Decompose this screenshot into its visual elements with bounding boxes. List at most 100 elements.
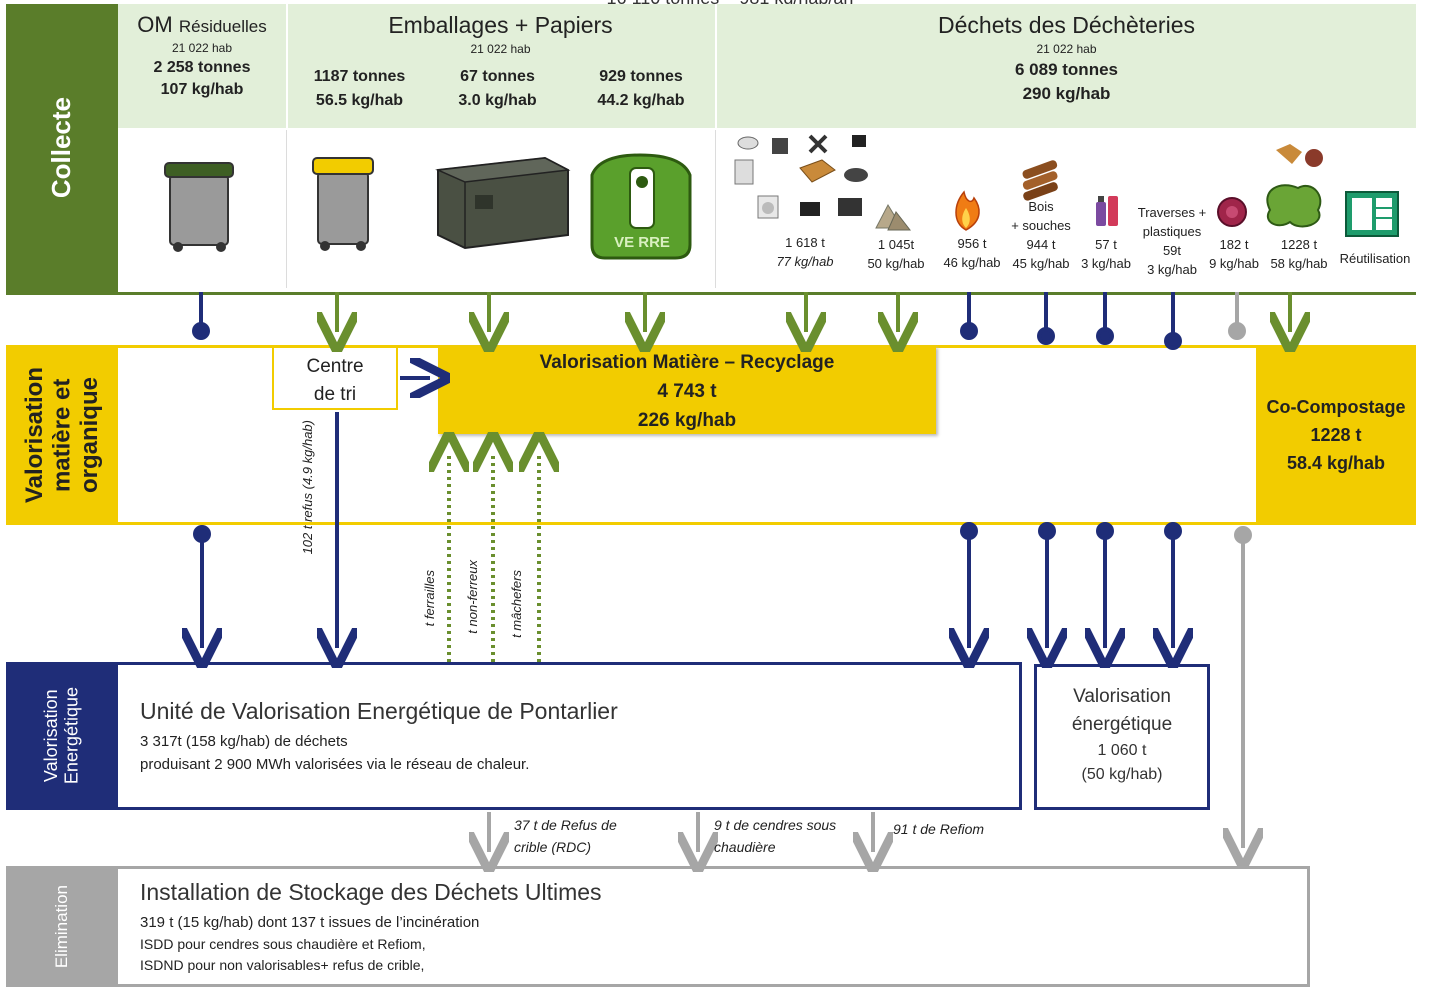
bulky-waste-icon: [734, 134, 868, 219]
collecte-label: Collecte: [6, 4, 118, 292]
om-hab: 21 022 hab: [171, 41, 233, 55]
refus-label-text: 102 t refus (4.9 kg/hab): [300, 420, 315, 555]
isdu-line3: ISDND pour non valorisables+ refus de cr…: [140, 957, 425, 973]
verre-label: VE RRE: [614, 234, 670, 251]
dech-item-tonnes: 944 t: [1026, 237, 1056, 252]
dech-item-kg: 58 kg/hab: [1270, 256, 1328, 271]
emb-col-kg: 56.5 kg/hab: [315, 92, 404, 109]
hazardous-bottles-icon: [1096, 196, 1118, 226]
emb-col-tonnes: 929 tonnes: [599, 68, 683, 85]
dech-item-extra: + souches: [1011, 218, 1071, 233]
dech-item-kg: 45 kg/hab: [1012, 256, 1070, 271]
isdu-flow-label: 9 t de cendres sous chaudière: [714, 814, 836, 858]
isdu-line1: 319 t (15 kg/hab) dont 137 t issues de l…: [140, 914, 480, 931]
dech-item-kg: 3 kg/hab: [1081, 256, 1131, 271]
navy-arrows-down: [195, 412, 1180, 648]
compost-tonnes: 1228 t: [1310, 425, 1362, 445]
green-arrows: [337, 292, 1290, 332]
centre-tri-line: Centre: [306, 356, 364, 377]
dech-item-tonnes: 57 t: [1095, 237, 1117, 252]
emb-title: Emballages + Papiers: [388, 12, 613, 38]
emb-col-kg: 3.0 kg/hab: [458, 92, 537, 109]
om-header: OM Résiduelles 21 022 hab 2 258 tonnes 1…: [118, 12, 286, 99]
valo-energ-tonnes: 1 060 t: [1097, 742, 1147, 759]
navy-flow-stems: [192, 292, 1182, 350]
dech-item-kg: 9 kg/hab: [1209, 256, 1259, 271]
compostage-box: Co-Compostage 1228 t 58.4 kg/hab: [1256, 345, 1416, 525]
isdu-flow-label: 37 t de Refus de crible (RDC): [514, 814, 617, 858]
uve-line2: produisant 2 900 MWh valorisées via le r…: [140, 756, 530, 773]
dech-item: Traverses + plastiques 59t 3 kg/hab: [1130, 203, 1214, 279]
rubble-icon: [875, 203, 912, 231]
dech-item: 1 045t 50 kg/hab: [858, 235, 934, 273]
dech-item-tonnes: 182 t: [1219, 237, 1249, 252]
dech-kg: 290 kg/hab: [1022, 84, 1111, 103]
isdu-title: Installation de Stockage des Déchets Ult…: [140, 879, 602, 905]
dotted-label: t mâchefers: [509, 570, 530, 660]
dech-item: 57 t 3 kg/hab: [1074, 235, 1138, 273]
dech-hab: 21 022 hab: [1036, 42, 1097, 56]
om-title: OM: [137, 12, 173, 37]
grey-arrows-down: [489, 812, 873, 852]
residual-bin-icon: [164, 162, 234, 252]
recycling-bin-icon: [312, 157, 374, 251]
om-tonnes: 2 258 tonnes: [153, 59, 251, 76]
dech-item-kg: 46 kg/hab: [943, 255, 1001, 270]
dech-item-tonnes: 1 045t: [877, 237, 915, 252]
green-waste-icon: [1266, 144, 1323, 228]
divider: [118, 128, 1416, 130]
recyclage-kg: 226 kg/hab: [637, 410, 737, 431]
emb-col-tonnes: 67 tonnes: [460, 68, 535, 85]
isdu-flow-label: 91 t de Refiom: [893, 821, 984, 837]
recyclage-tonnes: 4 743 t: [657, 381, 717, 402]
dech-item-extra: Bois: [1028, 199, 1054, 214]
reuse-icon: [1345, 191, 1399, 237]
fire-icon: [955, 190, 980, 231]
grey-long-arrow: [1236, 526, 1250, 848]
energetique-label: Valorisation Energétique: [6, 662, 118, 810]
refus-label: 102 t refus (4.9 kg/hab): [300, 420, 327, 600]
collecte-icons: VE RRE: [164, 134, 1399, 260]
uve-title: Unité de Valorisation Energétique de Pon…: [140, 698, 618, 724]
dech-item-tonnes: 1 618 t: [785, 235, 825, 250]
dech-item-extra: plastiques: [1142, 224, 1202, 239]
dech-item-reuse-label: Réutilisation: [1339, 251, 1411, 266]
dech-header: Déchets des Déchèteries 21 022 hab 6 089…: [717, 12, 1416, 104]
recyclage-title: Valorisation Matière – Recyclage: [539, 352, 835, 373]
grey-flow-stem: [1228, 292, 1246, 340]
dotted-label: t ferrailles: [422, 570, 443, 660]
plastic-ties-icon: [1217, 197, 1247, 227]
divider: [286, 4, 288, 288]
dotted-green-arrows: [449, 452, 539, 662]
dech-title: Déchets des Déchèteries: [938, 12, 1195, 38]
valo-energ-line: énergétique: [1071, 714, 1173, 735]
container-icon: [435, 156, 571, 250]
valo-energetique-box: Valorisation énergétique 1 060 t (50 kg/…: [1034, 664, 1210, 810]
dech-item: 1228 t 58 kg/hab: [1264, 235, 1334, 273]
dech-item-kg: 77 kg/hab: [776, 254, 834, 269]
divider: [286, 130, 287, 288]
isdu-box: Installation de Stockage des Déchets Ult…: [118, 866, 1310, 987]
emb-col-tonnes: 1187 tonnes: [313, 68, 406, 85]
emb-hab: 21 022 hab: [470, 42, 531, 56]
dotted-label-text: t mâchefers: [509, 570, 524, 638]
dech-tonnes: 6 089 tonnes: [1015, 60, 1118, 79]
divider: [715, 4, 717, 288]
uve-box: Unité de Valorisation Energétique de Pon…: [118, 662, 1022, 810]
dech-item: Réutilisation: [1334, 251, 1416, 266]
dech-item: 182 t 9 kg/hab: [1204, 235, 1264, 273]
dech-item-tonnes: 956 t: [957, 236, 987, 251]
emb-col-3: 929 tonnes 44.2 kg/hab: [572, 65, 710, 113]
om-kg: 107 kg/hab: [160, 81, 244, 98]
recyclage-box: Valorisation Matière – Recyclage 4 743 t…: [438, 346, 936, 434]
compost-kg: 58.4 kg/hab: [1286, 453, 1386, 473]
valorisation-label: Valorisation matière et organique: [6, 345, 118, 525]
dotted-label-text: t non-ferreux: [465, 560, 480, 634]
valo-energ-kg: (50 kg/hab): [1081, 766, 1163, 783]
isdu-flow-line: chaudière: [714, 839, 776, 855]
om-title-small: Résiduelles: [178, 17, 267, 36]
emb-col-kg: 44.2 kg/hab: [597, 92, 685, 109]
dech-item: 1 618 t 77 kg/hab: [760, 233, 850, 271]
glass-container-icon: VE RRE: [590, 153, 692, 260]
